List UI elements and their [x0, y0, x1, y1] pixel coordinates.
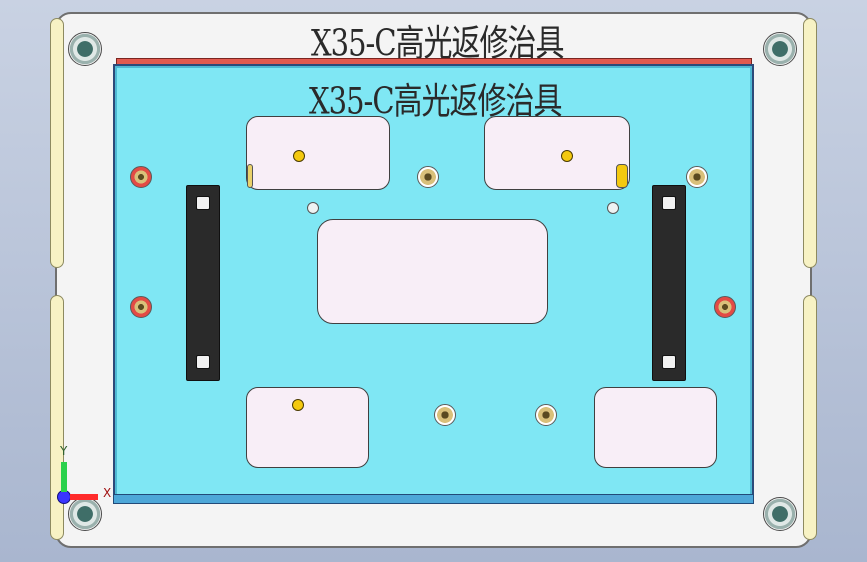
knob-left-upper	[130, 166, 152, 188]
pin-left	[307, 202, 319, 214]
left-side-tab-bottom	[50, 295, 64, 540]
corner-screw-top-left	[68, 32, 102, 66]
knob-bottom-right-center	[535, 404, 557, 426]
triad-x-axis-icon	[70, 494, 98, 500]
fixture-title: X35-C高光返修治具	[311, 21, 565, 65]
knob-right-upper	[686, 166, 708, 188]
left-clamp-hole-top	[196, 196, 210, 210]
left-side-tab-top	[50, 18, 64, 268]
right-clamp-hole-bottom	[662, 355, 676, 369]
pocket-top-right	[484, 116, 630, 190]
locator-dot-bottom-left	[292, 399, 304, 411]
right-clamp-hole-top	[662, 196, 676, 210]
plate-title: X35-C高光返修治具	[309, 79, 563, 123]
knob-bottom-left-center	[434, 404, 456, 426]
pin-right	[607, 202, 619, 214]
left-clamp-hole-bottom	[196, 355, 210, 369]
right-side-tab-bottom	[803, 295, 817, 540]
right-clamp-bar	[652, 185, 686, 381]
knob-right-lower	[714, 296, 736, 318]
plate-bottom-edge	[113, 494, 754, 504]
pocket-center	[317, 219, 548, 324]
right-side-tab-top	[803, 18, 817, 268]
corner-screw-bottom-right	[763, 497, 797, 531]
triad-y-axis-icon	[61, 462, 67, 492]
triad-y-label: Y	[60, 444, 68, 458]
locator-dot-top-right	[561, 150, 573, 162]
pocket-bottom-left	[246, 387, 369, 468]
corner-screw-top-right	[763, 32, 797, 66]
triad-x-label: X	[103, 486, 112, 500]
pocket-tab-left	[247, 164, 253, 188]
locator-dot-top-left	[293, 150, 305, 162]
knob-center-top	[417, 166, 439, 188]
corner-screw-bottom-left	[68, 497, 102, 531]
knob-left-lower	[130, 296, 152, 318]
pocket-bottom-right	[594, 387, 717, 468]
triad-origin-icon	[57, 490, 71, 504]
pocket-tab-right	[616, 164, 628, 188]
left-clamp-bar	[186, 185, 220, 381]
pocket-top-left	[246, 116, 390, 190]
